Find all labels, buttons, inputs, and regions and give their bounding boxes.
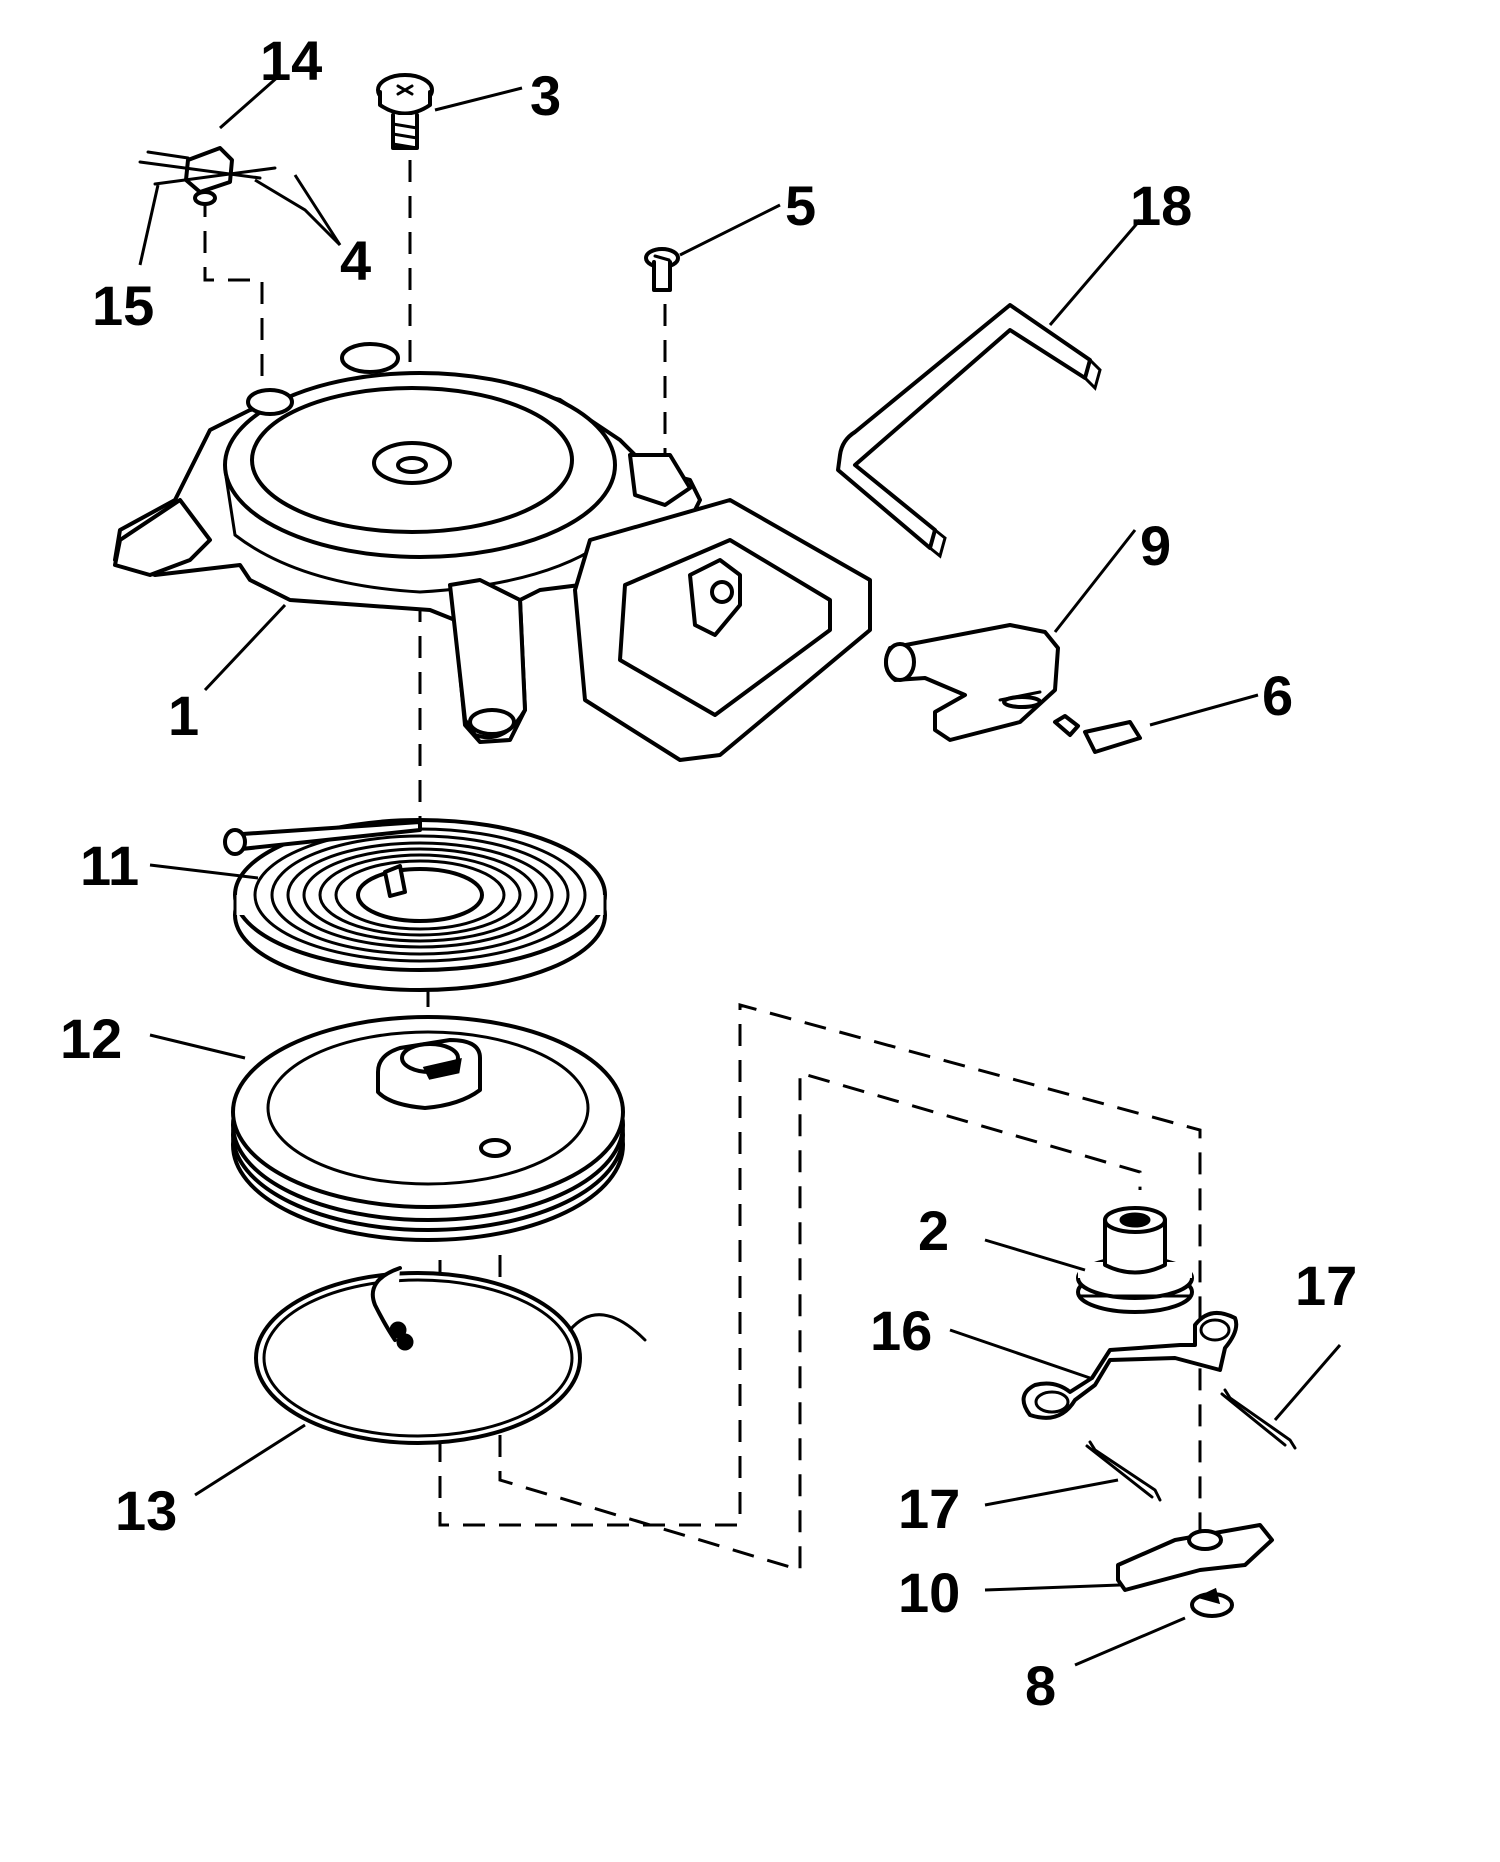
label-part-8: 8: [1025, 1654, 1056, 1717]
label-part-17-upper: 17: [1295, 1254, 1357, 1317]
pulley: [231, 1015, 625, 1242]
starter-handle: [884, 623, 1060, 742]
label-part-9: 9: [1140, 514, 1171, 577]
label-part-17-lower: 17: [898, 1477, 960, 1540]
return-spring-upper: [1220, 1388, 1297, 1450]
guard-bracket: [836, 303, 1102, 559]
part-number-labels: 1 2 3 4 5 6 8 9 10 11 12 13 14 15 16 17 …: [60, 29, 1357, 1717]
pawl: [1116, 1523, 1274, 1592]
label-part-14: 14: [260, 29, 322, 92]
label-part-16: 16: [870, 1299, 932, 1362]
leader-lines: [138, 73, 1342, 1667]
label-part-6: 6: [1262, 664, 1293, 727]
label-part-15: 15: [92, 274, 154, 337]
label-part-3: 3: [530, 64, 561, 127]
rope-guide-assembly: [138, 146, 277, 206]
label-part-4: 4: [340, 229, 371, 292]
handle-insert: [1053, 714, 1142, 754]
return-spring-lower: [1085, 1440, 1162, 1502]
friction-spring: [1021, 1310, 1239, 1420]
label-part-1: 1: [168, 684, 199, 747]
assembly-guide-lines: [203, 160, 1202, 1573]
label-part-11: 11: [80, 834, 139, 897]
label-part-18: 18: [1130, 174, 1192, 237]
label-part-2: 2: [918, 1199, 949, 1262]
screw-5: [644, 247, 680, 292]
label-part-5: 5: [785, 174, 816, 237]
label-part-10: 10: [898, 1561, 960, 1624]
label-part-12: 12: [60, 1007, 122, 1070]
starter-rope: [254, 1266, 647, 1445]
label-part-13: 13: [115, 1479, 177, 1542]
screw-3: [376, 73, 434, 150]
rewind-spring: [223, 818, 607, 992]
pulley-hub: [1076, 1206, 1194, 1314]
retainer-clip: [1190, 1587, 1234, 1618]
starter-housing: [113, 342, 872, 762]
